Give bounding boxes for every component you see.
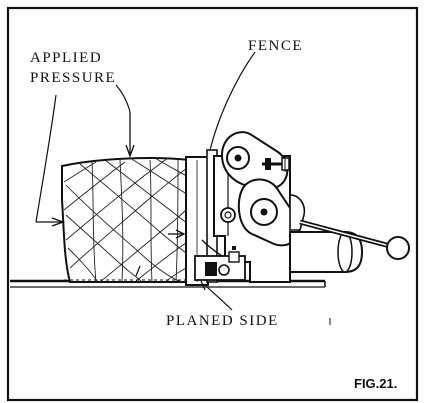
workpiece — [61, 156, 191, 283]
pressure-arrow-top — [115, 84, 135, 159]
pressure-arrow-side — [35, 94, 66, 227]
fence-leader-line — [209, 51, 256, 151]
fence — [185, 149, 218, 286]
pressure-arrow-inner — [135, 229, 186, 277]
planed-side-leader-line — [203, 283, 233, 311]
fence-label: FENCE — [248, 38, 303, 54]
pressure-label: PRESSURE — [30, 70, 116, 86]
clamp-jaw — [194, 239, 246, 281]
planed-side-label: PLANED SIDE — [166, 313, 279, 329]
applied-label: APPLIED — [30, 50, 102, 66]
figure-number-label: FIG.21. — [354, 376, 397, 391]
toggle-link-lower — [237, 178, 301, 247]
figure-frame — [6, 6, 419, 402]
clamp-handle — [289, 219, 410, 273]
adjusting-screw — [262, 156, 290, 172]
toggle-link-upper — [220, 131, 289, 190]
handle-knob — [386, 236, 410, 260]
